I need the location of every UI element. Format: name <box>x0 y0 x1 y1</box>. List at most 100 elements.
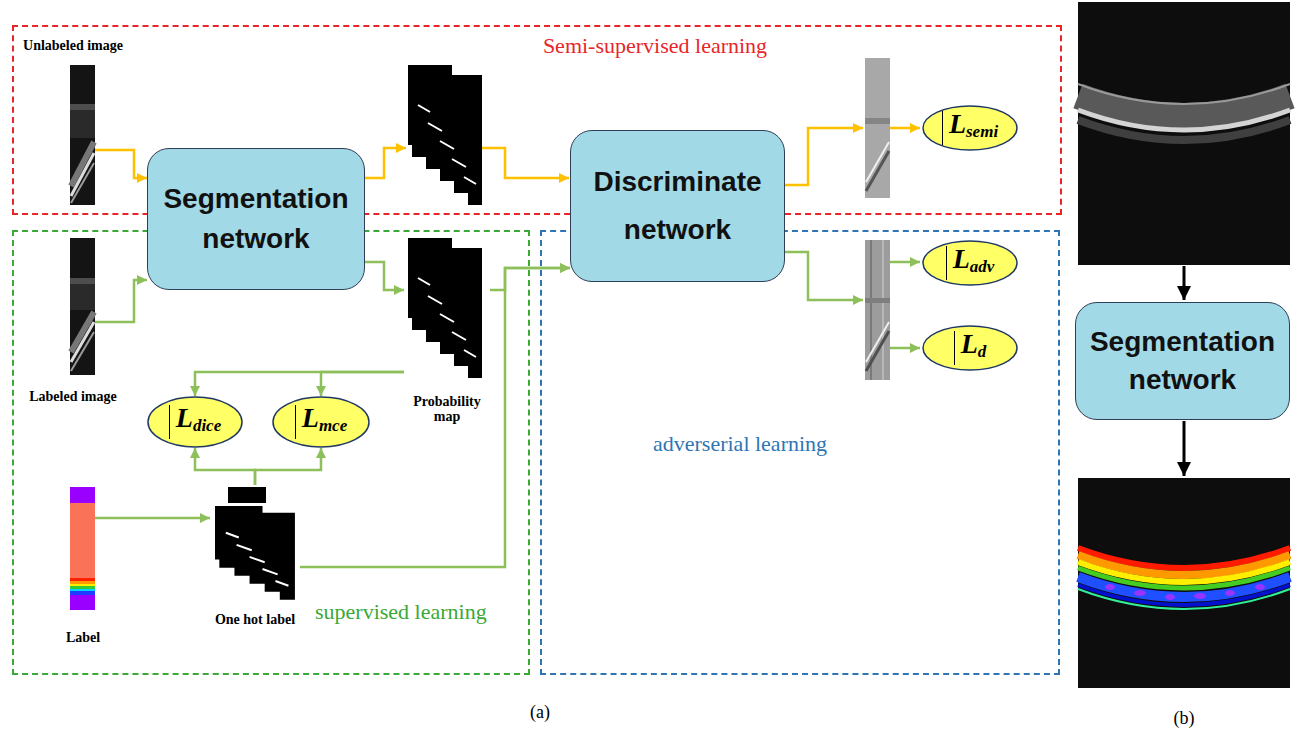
panel-label: (b) <box>1174 708 1195 729</box>
loss-label: Ldice <box>169 405 221 439</box>
layer-band <box>1078 585 1290 605</box>
panel-label: (a) <box>530 702 550 723</box>
region-title: supervised learning <box>315 599 487 625</box>
loss-ellipse-shape <box>923 326 1017 370</box>
label-band <box>70 487 95 503</box>
fluid-blob <box>1165 594 1175 600</box>
image-node: Label <box>52 485 114 645</box>
loss-ellipse-shape <box>148 397 242 447</box>
image-caption: Label <box>66 630 100 645</box>
layer-band <box>1078 589 1290 609</box>
flow-connector <box>128 280 147 322</box>
arrow-stub <box>95 517 114 520</box>
label-band <box>70 591 95 595</box>
region-box: Labeled image Probability mapLdice LmceLab… <box>12 230 530 675</box>
image-streak <box>882 240 884 380</box>
process-box: Segmentation network <box>147 148 365 290</box>
retina-layer <box>71 322 94 362</box>
label-band <box>70 589 95 591</box>
retina-layer <box>1078 84 1290 104</box>
retina-layer <box>71 153 94 196</box>
image-node: Probability map <box>404 236 490 424</box>
image-ground <box>1078 478 1290 688</box>
fluid-blob <box>1255 584 1265 590</box>
fluid-blob <box>1225 590 1235 596</box>
image-ground <box>1078 2 1290 265</box>
flow-arrow <box>890 127 920 130</box>
image-ground <box>865 240 890 380</box>
box-label: Segmentation network <box>160 179 352 259</box>
probability-map-image <box>408 65 482 205</box>
flow-connector <box>321 372 404 396</box>
oct-strip-image <box>70 238 95 375</box>
image-ground <box>865 58 890 198</box>
retina-layer <box>71 332 94 371</box>
process-box: Discriminate network <box>570 130 785 282</box>
retina-layer <box>71 312 94 352</box>
image-band <box>70 278 95 284</box>
image-caption: Unlabeled image <box>23 38 123 53</box>
region-title: Semi-supervised learning <box>543 33 767 59</box>
retina-layer <box>1078 96 1290 116</box>
flow-connector <box>195 372 404 396</box>
flow-arrow <box>785 252 863 300</box>
arrow-stub <box>95 149 128 152</box>
region-title: adverserial learning <box>653 431 827 457</box>
loss-ellipse: Lmce <box>272 396 370 448</box>
flow-arrow <box>1183 421 1186 476</box>
label-band <box>70 581 95 584</box>
loss-ellipse: Ladv <box>922 240 1018 286</box>
one-hot-piece <box>228 487 266 503</box>
image-band <box>70 284 95 310</box>
oct-strip-image <box>70 65 95 205</box>
image-band <box>70 110 95 138</box>
label-band <box>70 578 95 581</box>
flow-connector <box>128 150 147 178</box>
image-band <box>865 118 890 124</box>
flow-connector <box>365 262 404 290</box>
loss-ellipse-shape <box>273 397 369 447</box>
loss-ellipse-shape <box>923 241 1017 285</box>
loss-label: Ld <box>954 331 987 365</box>
retina-layer <box>1078 120 1290 140</box>
flow-arrow <box>482 148 569 178</box>
loss-ellipse: Ld <box>922 325 1018 371</box>
loss-ellipse-shape <box>923 106 1017 150</box>
flow-arrow <box>890 261 920 264</box>
image-layer <box>866 322 889 362</box>
loss-label: Lmce <box>295 405 347 439</box>
image-layer <box>866 151 889 191</box>
loss-label: Lsemi <box>942 111 998 145</box>
flow-arrow <box>1183 266 1186 300</box>
image-layer <box>866 331 889 371</box>
box-label: Segmentation network <box>1088 323 1277 399</box>
flow-arrow <box>890 347 920 350</box>
flow-connector <box>255 448 321 485</box>
image-band <box>70 104 95 110</box>
image-node: One hot label <box>210 485 300 627</box>
loss-label: Ladv <box>946 246 995 280</box>
flow-connector <box>114 517 210 520</box>
image-ground <box>70 238 95 375</box>
segmented-scan-image <box>1078 478 1290 688</box>
image-node: Unlabeled image <box>18 38 128 208</box>
loss-ellipse: Lsemi <box>922 105 1018 151</box>
arrow-stub <box>95 321 128 324</box>
fluid-blob <box>1194 593 1206 599</box>
one-hot-image <box>215 506 295 600</box>
image-ground <box>70 65 95 205</box>
loss-ellipse: Ldice <box>147 396 243 448</box>
confidence-map-image <box>865 240 890 380</box>
retina-layer <box>71 142 94 186</box>
label-strip-image <box>70 487 95 610</box>
flow-connector <box>195 448 255 485</box>
image-caption: Labeled image <box>29 389 117 404</box>
label-band <box>70 586 95 589</box>
probability-map-image <box>408 238 482 378</box>
fluid-blob <box>1105 584 1115 590</box>
retina-layer <box>71 163 94 203</box>
image-node: Labeled image <box>18 234 128 404</box>
image-band <box>865 298 890 303</box>
flow-arrow <box>365 148 406 178</box>
